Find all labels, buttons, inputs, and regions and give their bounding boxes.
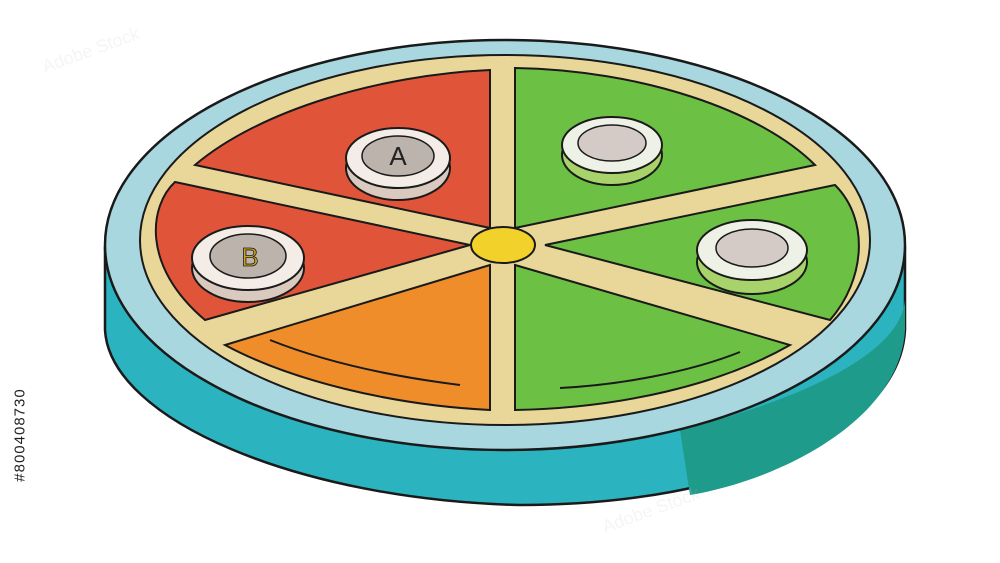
coin-a: A: [345, 127, 451, 201]
coin-plain-top-right: [561, 116, 663, 186]
coin-plain-right: [696, 219, 808, 295]
stock-id-text: #800408730: [11, 388, 29, 482]
segment-top-right-green: [514, 66, 818, 230]
stock-id-label: #800408730: [8, 330, 32, 540]
coin-b-label: B: [241, 242, 258, 272]
coin-b: B: [191, 225, 305, 303]
center-hub: [470, 226, 536, 264]
segment-bottom-right-green: [514, 263, 793, 412]
segment-bottom-left-orange: [222, 263, 491, 412]
coin-a-label: A: [389, 141, 407, 171]
